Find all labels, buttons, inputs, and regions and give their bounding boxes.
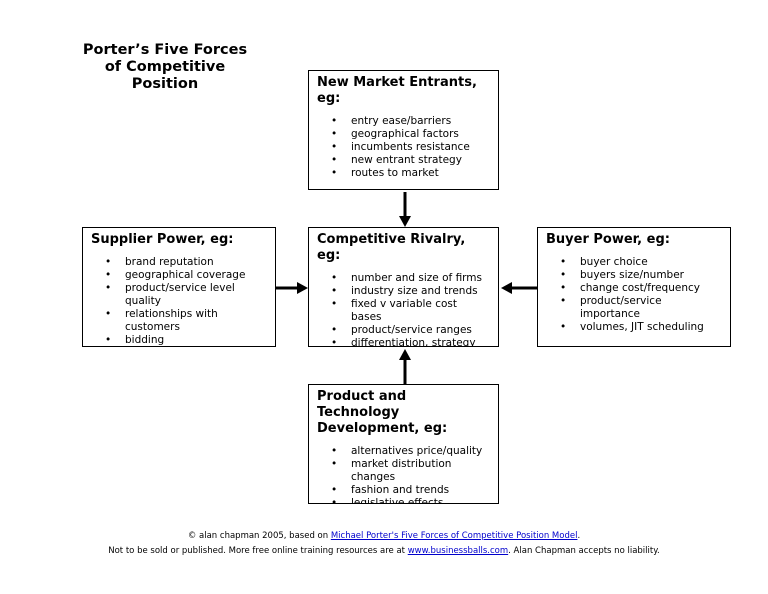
list-item: product/service ranges bbox=[331, 324, 490, 337]
competitive-rivalry-box: Competitive Rivalry, eg: number and size … bbox=[308, 227, 499, 347]
bullet-list: alternatives price/qualitymarket distrib… bbox=[317, 445, 490, 503]
box-heading: Supplier Power, eg: bbox=[91, 232, 234, 247]
list-item: differentiation, strategy bbox=[331, 337, 490, 346]
new-entrants-box: New Market Entrants, eg: entry ease/barri… bbox=[308, 70, 499, 190]
list-item: geographical coverage bbox=[105, 269, 267, 282]
bullet-list: number and size of firmsindustry size an… bbox=[317, 272, 490, 346]
arrow-down-icon bbox=[399, 192, 411, 227]
list-item: incumbents resistance bbox=[331, 141, 490, 154]
list-item: volumes, JIT scheduling bbox=[560, 321, 722, 334]
arrow-left-icon bbox=[501, 282, 537, 294]
footer-text: © alan chapman 2005, based on bbox=[187, 531, 331, 541]
list-item: bidding bbox=[105, 334, 267, 346]
box-heading: Product and Technology Development, eg: bbox=[317, 389, 448, 436]
bullet-list: entry ease/barriersgeographical factorsi… bbox=[317, 115, 490, 180]
list-item: product/service importance bbox=[560, 295, 722, 321]
list-item: fashion and trends bbox=[331, 484, 490, 497]
supplier-power-box: Supplier Power, eg: brand reputationgeogr… bbox=[82, 227, 276, 347]
bullet-list: brand reputationgeographical coveragepro… bbox=[91, 256, 267, 346]
buyer-power-box: Buyer Power, eg: buyer choicebuyers size/… bbox=[537, 227, 731, 347]
page-title: Porter’s Five Forces of Competitive Posi… bbox=[60, 42, 270, 93]
box-heading: Competitive Rivalry, eg: bbox=[317, 232, 466, 263]
box-heading: Buyer Power, eg: bbox=[546, 232, 670, 247]
list-item: geographical factors bbox=[331, 128, 490, 141]
title-line: of Competitive bbox=[104, 59, 226, 75]
list-item: buyers size/number bbox=[560, 269, 722, 282]
list-item: number and size of firms bbox=[331, 272, 490, 285]
list-item: brand reputation bbox=[105, 256, 267, 269]
list-item: entry ease/barriers bbox=[331, 115, 490, 128]
porter-model-link[interactable]: Michael Porter's Five Forces of Competit… bbox=[330, 531, 578, 541]
arrow-right-icon bbox=[276, 282, 308, 294]
footer: © alan chapman 2005, based on Michael Po… bbox=[0, 530, 768, 557]
product-technology-box: Product and Technology Development, eg: a… bbox=[308, 384, 499, 504]
list-item: product/service level quality bbox=[105, 282, 267, 308]
title-line: Porter’s Five Forces bbox=[82, 42, 248, 58]
bullet-list: buyer choicebuyers size/numberchange cos… bbox=[546, 256, 722, 334]
footer-text: . bbox=[577, 531, 581, 541]
list-item: market distribution changes bbox=[331, 458, 490, 484]
footer-line-1: © alan chapman 2005, based on Michael Po… bbox=[0, 530, 768, 542]
list-item: relationships with customers bbox=[105, 308, 267, 334]
list-item: industry size and trends bbox=[331, 285, 490, 298]
list-item: fixed v variable cost bases bbox=[331, 298, 490, 324]
list-item: routes to market bbox=[331, 167, 490, 180]
footer-line-2: Not to be sold or published. More free o… bbox=[0, 545, 768, 557]
footer-text: . Alan Chapman accepts no liability. bbox=[508, 546, 660, 556]
list-item: new entrant strategy bbox=[331, 154, 490, 167]
list-item: change cost/frequency bbox=[560, 282, 722, 295]
list-item: buyer choice bbox=[560, 256, 722, 269]
box-heading: New Market Entrants, eg: bbox=[317, 75, 477, 106]
businessballs-link[interactable]: www.businessballs.com bbox=[407, 546, 509, 556]
arrow-up-icon bbox=[399, 349, 411, 384]
list-item: alternatives price/quality bbox=[331, 445, 490, 458]
list-item: legislative effects bbox=[331, 497, 490, 503]
footer-text: Not to be sold or published. More free o… bbox=[108, 546, 408, 556]
title-line: Position bbox=[131, 76, 199, 92]
